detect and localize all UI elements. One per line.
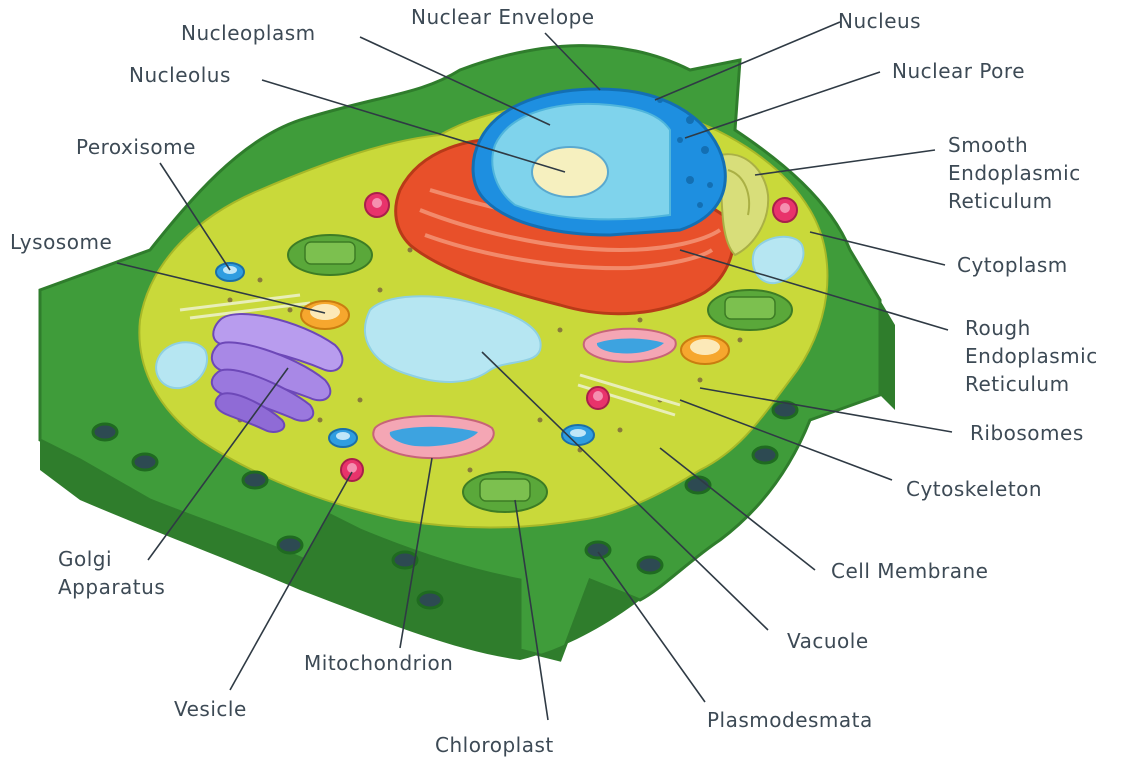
label-nucleus: Nucleus [838, 9, 921, 33]
label-peroxisome: Peroxisome [76, 135, 196, 159]
mitochondrion-b [584, 329, 676, 362]
leader-smooth-er [755, 150, 935, 175]
label-cell-membrane: Cell Membrane [831, 559, 988, 583]
label-nuclear-pore: Nuclear Pore [892, 59, 1025, 83]
label-smooth-er-line2: Endoplasmic [948, 161, 1081, 185]
label-golgi-line1: Golgi [58, 547, 112, 571]
label-chloroplast: Chloroplast [435, 733, 554, 757]
leader-nucleus [655, 22, 840, 100]
lysosome [301, 301, 349, 329]
label-mitochondrion: Mitochondrion [304, 651, 453, 675]
label-smooth-er-line1: Smooth [948, 133, 1028, 157]
label-cytoplasm: Cytoplasm [957, 253, 1068, 277]
chloroplast-a [288, 235, 372, 275]
label-nucleolus: Nucleolus [129, 63, 231, 87]
label-cytoskeleton: Cytoskeleton [906, 477, 1042, 501]
label-rough-er-line3: Reticulum [965, 372, 1070, 396]
label-vesicle: Vesicle [174, 697, 247, 721]
peroxisome-b [329, 429, 357, 447]
label-ribosomes: Ribosomes [970, 421, 1084, 445]
chloroplast-b [708, 290, 792, 330]
chloroplast-c [463, 472, 547, 512]
label-smooth-er-line3: Reticulum [948, 189, 1053, 213]
lysosome-b [681, 336, 729, 364]
peroxisome [216, 263, 244, 281]
label-golgi-line2: Apparatus [58, 575, 165, 599]
label-rough-er-line1: Rough [965, 316, 1031, 340]
label-nucleoplasm: Nucleoplasm [181, 21, 316, 45]
nucleolus [532, 147, 608, 197]
cell-wall-side [880, 300, 895, 410]
label-lysosome: Lysosome [10, 230, 112, 254]
label-plasmodesmata: Plasmodesmata [707, 708, 873, 732]
label-rough-er-line2: Endoplasmic [965, 344, 1098, 368]
nucleus [473, 89, 725, 235]
label-vacuole: Vacuole [787, 629, 869, 653]
label-nuclear-envelope: Nuclear Envelope [411, 5, 595, 29]
